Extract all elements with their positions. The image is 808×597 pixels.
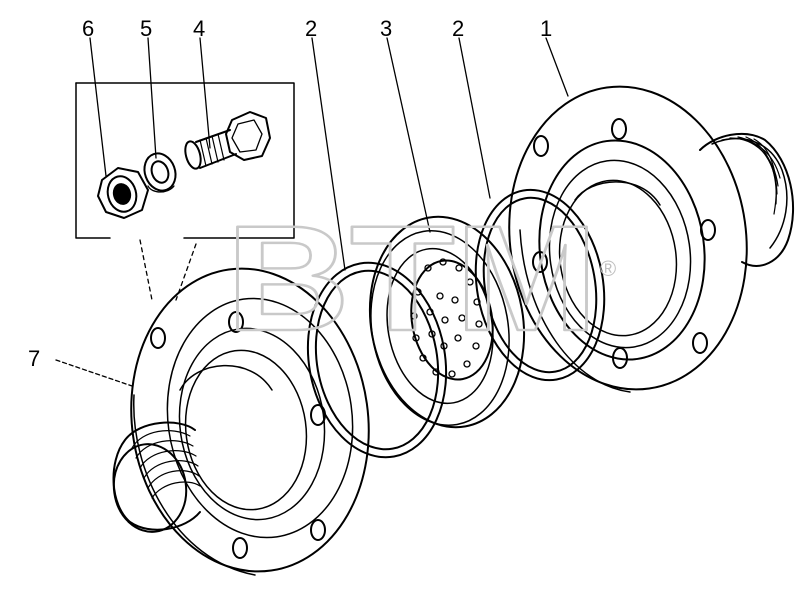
callout-6: 6 [82, 16, 94, 41]
callout-labels: 1 2 3 2 4 5 6 7 [28, 16, 552, 371]
callout-2-right: 2 [452, 16, 464, 41]
fastener-detail-box [75, 82, 295, 239]
watermark-registered-mark: ® [600, 256, 616, 281]
leader-4 [199, 37, 211, 149]
watermark: BTM ® [225, 193, 616, 364]
leader-2b [458, 37, 491, 199]
part-5-washer [143, 152, 177, 193]
leader-7 [55, 359, 133, 387]
part-1-flange-shaft [508, 85, 795, 393]
leader-6 [89, 37, 107, 177]
callout-5: 5 [140, 16, 152, 41]
callout-1: 1 [540, 16, 552, 41]
callout-3: 3 [380, 16, 392, 41]
leader-lines [55, 37, 569, 387]
assembly-line-box-to-flange [139, 239, 197, 301]
callout-7: 7 [28, 346, 40, 371]
callout-4: 4 [193, 16, 205, 41]
leader-5 [147, 37, 157, 159]
part-3-perforated-plate [368, 215, 526, 429]
part-7-flange-shaft [112, 267, 370, 576]
leader-2a [311, 37, 346, 271]
leader-3 [386, 37, 431, 233]
part-6-nut [97, 167, 149, 219]
callout-2-left: 2 [305, 16, 317, 41]
leader-1 [545, 37, 569, 97]
watermark-text: BTM [226, 194, 598, 362]
part-4-bolt [184, 111, 271, 170]
